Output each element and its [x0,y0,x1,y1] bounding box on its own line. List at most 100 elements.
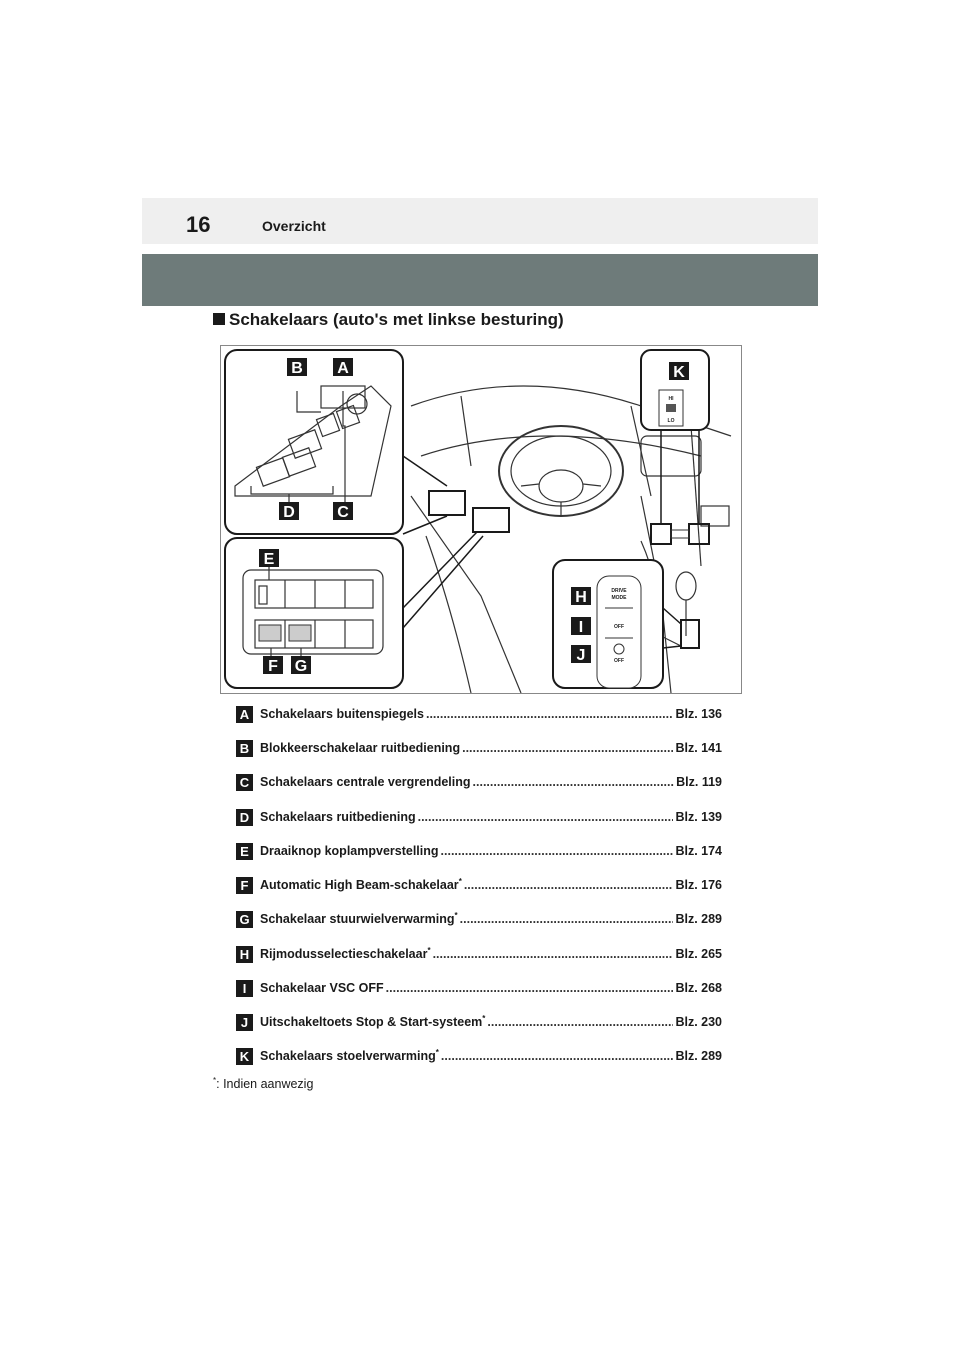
callout-letter: B [291,360,303,377]
item-page-ref[interactable]: Blz. 289 [675,1049,722,1063]
item-page-ref[interactable]: Blz. 139 [675,810,722,824]
callout-E [259,549,279,567]
leader-dots [473,775,675,789]
item-letter-badge: B [236,739,253,757]
item-page-ref[interactable]: Blz. 230 [675,1015,722,1029]
item-label-text: Schakelaars ruitbediening [260,810,416,824]
list-item: C Schakelaars centrale vergrendeling Blz… [236,772,722,792]
asterisk-mark: * [427,946,431,956]
item-label-text: Schakelaar stuurwielverwarming [260,912,455,927]
vsc-off-label: OFF [614,624,624,630]
callout-D [279,502,299,520]
footnote-marker: * [213,1076,217,1085]
item-label-text: Automatic High Beam-schakelaar [260,878,459,893]
header-bar [142,198,818,244]
list-item: I Schakelaar VSC OFF Blz. 268 [236,978,722,998]
callout-letter: J [577,647,586,664]
item-letter-badge: E [236,842,253,860]
item-page-ref[interactable]: Blz. 136 [675,707,722,721]
item-label: Schakelaars centrale vergrendeling [260,775,471,789]
item-label: Schakelaars stoelverwarming* [260,1048,439,1063]
callout-letter: F [268,658,278,675]
list-item: E Draaiknop koplampverstelling Blz. 174 [236,841,722,861]
callout-I [571,617,591,635]
list-item: K Schakelaars stoelverwarming* Blz. 289 [236,1046,722,1066]
item-letter-badge: I [236,979,253,997]
item-page-ref[interactable]: Blz. 265 [675,947,722,961]
callout-letter: D [283,504,295,521]
leader-dots [460,912,674,926]
item-label: Uitschakeltoets Stop & Start-systeem* [260,1014,485,1029]
asterisk-mark: * [458,877,462,887]
lo-label: LO [668,418,675,424]
panel-door-switches [224,349,404,535]
callout-letter: K [673,364,685,381]
item-letter-badge: D [236,808,253,826]
item-label-text: Schakelaars stoelverwarming [260,1049,436,1064]
callout-letter: I [579,619,583,636]
item-page-ref[interactable]: Blz. 176 [675,878,722,892]
callout-letter: E [264,551,275,568]
list-item: F Automatic High Beam-schakelaar* Blz. 1… [236,875,722,895]
callout-letter: C [337,504,349,521]
list-item: B Blokkeerschakelaar ruitbediening Blz. … [236,738,722,758]
drive-mode-label-1: DRIVE [611,588,627,594]
item-label: Automatic High Beam-schakelaar* [260,877,462,892]
item-label-text: Schakelaars centrale vergrendeling [260,775,471,789]
item-label-text: Draaiknop koplampverstelling [260,844,439,858]
leader-dots [433,947,674,961]
callout-F [263,656,283,674]
item-label-text: Schakelaar VSC OFF [260,981,384,995]
footnote-text: : Indien aanwezig [216,1077,314,1092]
item-letter-badge: C [236,773,253,791]
item-page-ref[interactable]: Blz. 174 [675,844,722,858]
callout-letter: A [337,360,349,377]
item-label: Rijmodusselectieschakelaar* [260,946,431,961]
dashboard-illustration: B A D C E F [220,345,742,694]
leader-dots [441,844,674,858]
item-page-ref[interactable]: Blz. 289 [675,912,722,926]
item-letter-badge: K [236,1047,253,1065]
list-item: J Uitschakeltoets Stop & Start-systeem* … [236,1012,722,1032]
item-label-text: Blokkeerschakelaar ruitbediening [260,741,461,755]
leader-dots [386,981,674,995]
item-label: Draaiknop koplampverstelling [260,844,439,858]
item-letter-badge: G [236,910,253,928]
item-label: Schakelaar VSC OFF [260,981,384,995]
item-letter-badge: H [236,945,253,963]
leader-dots [418,810,674,824]
item-label-text: Schakelaars buitenspiegels [260,707,424,721]
item-label: Blokkeerschakelaar ruitbediening [260,741,460,755]
leader-dots [487,1015,673,1029]
callout-C [333,502,353,520]
item-letter-badge: J [236,1013,253,1031]
item-label: Schakelaars buitenspiegels [260,707,424,721]
page-heading-text: Schakelaars (auto's met linkse besturing… [229,310,564,329]
item-page-ref[interactable]: Blz. 268 [675,981,722,995]
list-item: H Rijmodusselectieschakelaar* Blz. 265 [236,944,722,964]
section-title: Overzicht [262,218,326,234]
item-page-ref[interactable]: Blz. 141 [675,741,722,755]
item-label-text: Uitschakeltoets Stop & Start-systeem [260,1015,483,1030]
item-page-ref[interactable]: Blz. 119 [676,775,722,789]
drive-mode-label-2: MODE [612,595,628,601]
asterisk-mark: * [435,1048,439,1058]
item-letter-badge: A [236,705,253,723]
chapter-band [142,254,818,306]
leader-dots [464,878,674,892]
footnote: *: Indien aanwezig [213,1076,313,1091]
callout-A [333,358,353,376]
asterisk-mark: * [482,1014,486,1024]
callout-letter: H [575,589,587,606]
item-letter-badge: F [236,876,253,894]
leader-dots [426,707,673,721]
page-heading: Schakelaars (auto's met linkse besturing… [213,310,564,330]
item-label: Schakelaars ruitbediening [260,810,416,824]
page-number: 16 [186,212,211,237]
leader-dots [441,1049,674,1063]
callout-K [669,362,689,380]
stop-start-off-label: OFF [614,658,624,664]
asterisk-mark: * [454,911,458,921]
square-bullet-icon [213,313,225,325]
item-label-text: Rijmodusselectieschakelaar [260,947,428,962]
